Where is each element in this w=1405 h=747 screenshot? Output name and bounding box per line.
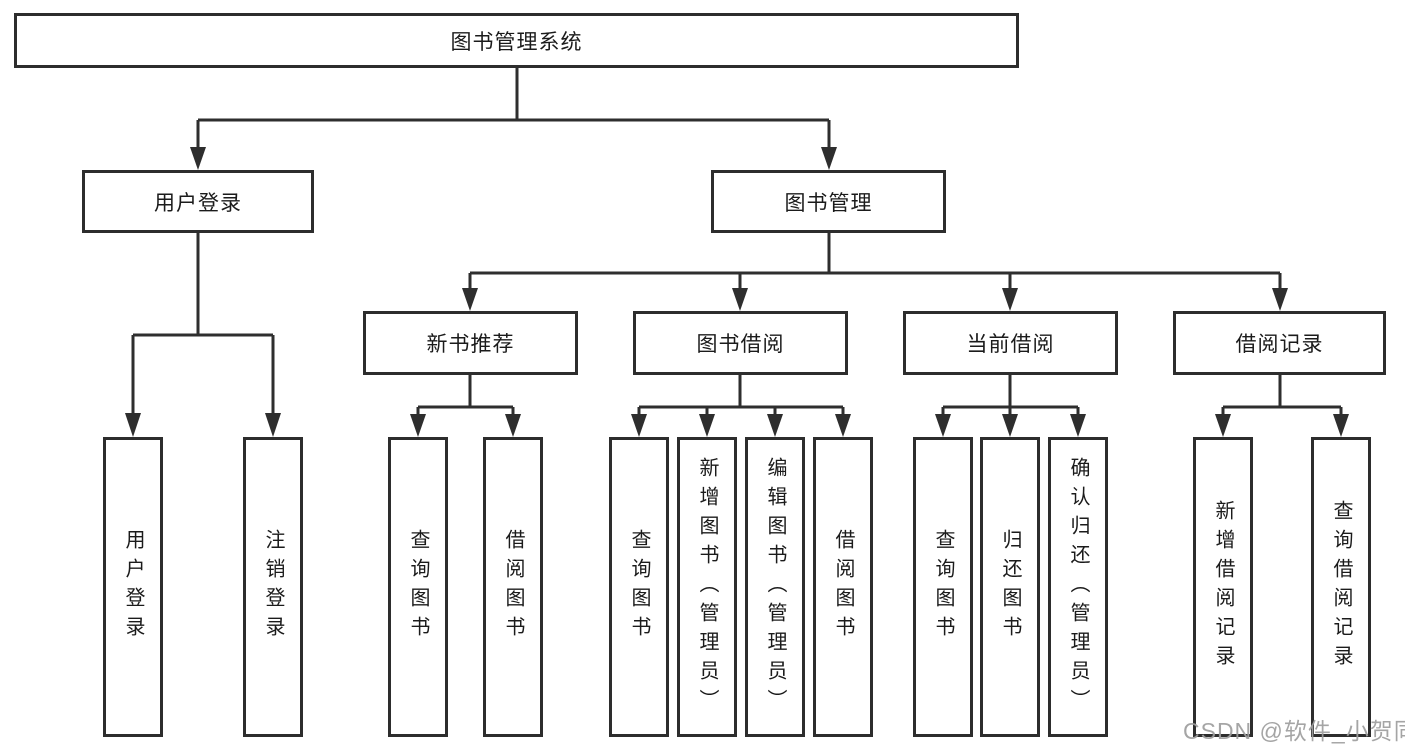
node-user-login: 用户登录 (82, 170, 314, 233)
node-library-management-system: 图书管理系统 (14, 13, 1019, 68)
leaf-query-books-borrow: 查询图书 (609, 437, 669, 737)
node-label: 查询图书 (628, 529, 650, 645)
node-label: 查询图书 (407, 529, 429, 645)
node-label: 新增图书（管理员） (696, 456, 718, 718)
leaf-logout: 注销登录 (243, 437, 303, 737)
csdn-watermark: CSDN @软件_小贺同学 (1183, 718, 1405, 744)
leaf-add-books-admin: 新增图书（管理员） (677, 437, 737, 737)
node-label: 图书管理系统 (450, 30, 583, 54)
leaf-query-books-recommend: 查询图书 (388, 437, 448, 737)
node-book-borrowing: 图书借阅 (633, 311, 848, 375)
node-label: 用户登录 (154, 191, 242, 215)
node-label: 借阅图书 (502, 529, 524, 645)
node-label: 图书管理 (784, 191, 873, 215)
node-label: 新增借阅记录 (1212, 500, 1234, 674)
node-label: 当前借阅 (966, 333, 1055, 356)
node-borrowing-records: 借阅记录 (1173, 311, 1386, 375)
node-label: 借阅图书 (832, 529, 854, 645)
node-label: 查询借阅记录 (1330, 500, 1352, 674)
node-label: 新书推荐 (426, 333, 515, 356)
node-label: 用户登录 (122, 529, 144, 645)
node-current-borrowing: 当前借阅 (903, 311, 1118, 375)
leaf-add-borrow-record: 新增借阅记录 (1193, 437, 1253, 737)
leaf-return-books: 归还图书 (980, 437, 1040, 737)
node-label: 图书借阅 (696, 333, 785, 356)
node-new-book-recommendation: 新书推荐 (363, 311, 578, 375)
leaf-edit-books-admin: 编辑图书（管理员） (745, 437, 805, 737)
node-label: 归还图书 (999, 529, 1021, 645)
node-label: 查询图书 (932, 529, 954, 645)
leaf-user-login: 用户登录 (103, 437, 163, 737)
node-label: 编辑图书（管理员） (764, 456, 786, 718)
node-label: 注销登录 (262, 529, 284, 645)
node-book-management: 图书管理 (711, 170, 946, 233)
node-label: 借阅记录 (1235, 333, 1324, 356)
leaf-query-books-current: 查询图书 (913, 437, 973, 737)
leaf-borrow-books-recommend: 借阅图书 (483, 437, 543, 737)
leaf-confirm-return-admin: 确认归还（管理员） (1048, 437, 1108, 737)
leaf-borrow-books: 借阅图书 (813, 437, 873, 737)
node-label: 确认归还（管理员） (1067, 456, 1089, 718)
leaf-query-borrow-record: 查询借阅记录 (1311, 437, 1371, 737)
